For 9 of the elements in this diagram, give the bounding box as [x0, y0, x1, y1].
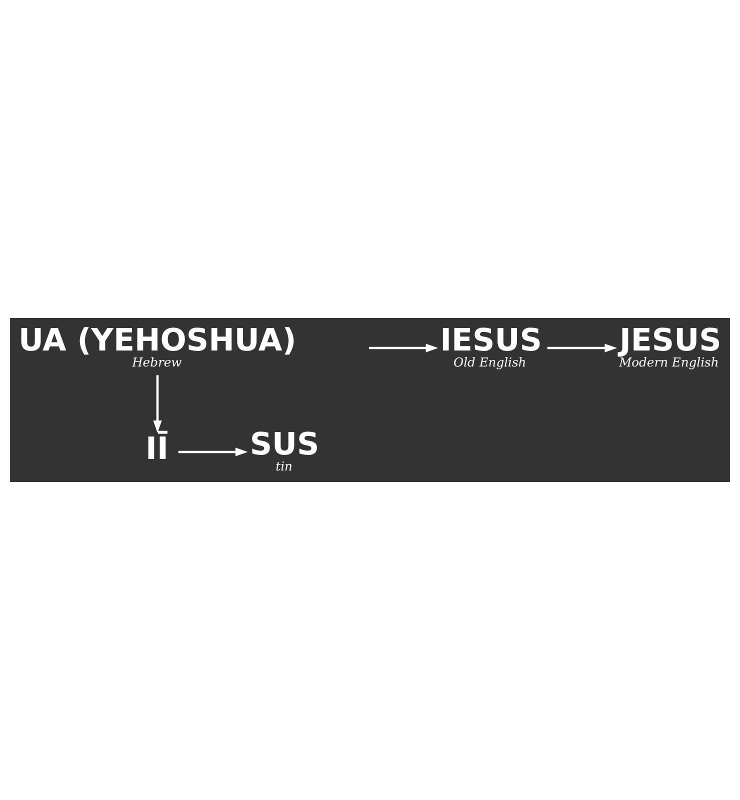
- arrow: [368, 344, 438, 352]
- arrow: [178, 448, 248, 456]
- node-text: IESUS Old English: [440, 322, 542, 370]
- node-text: IĪ: [146, 430, 168, 467]
- node-text: UA (YEHOSHUA) Hebrew: [18, 322, 296, 370]
- arrow: [153, 375, 162, 433]
- node-text: JESUS Modern English: [619, 322, 722, 370]
- node-text: SUS tin: [250, 426, 320, 474]
- arrow: [547, 344, 618, 352]
